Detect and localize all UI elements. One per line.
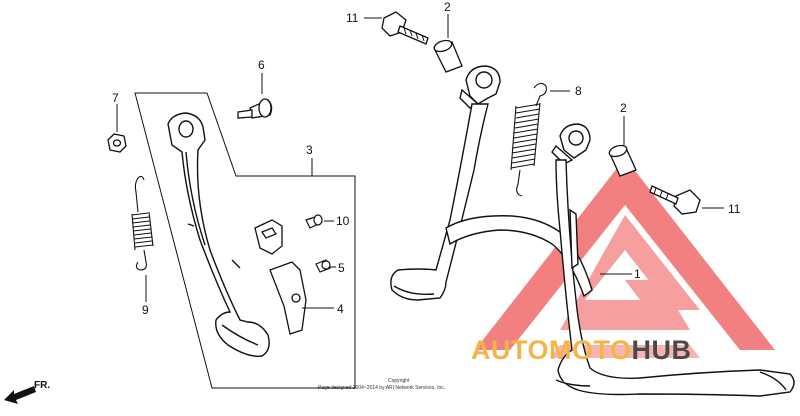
watermark-part-2: HUB [632,335,692,365]
callout-1: 1 [634,267,641,281]
group-outline [134,92,356,389]
watermark-text: AUTOMOTOHUB [471,335,692,365]
switch-bracket [254,219,307,335]
callout-7: 7 [112,91,119,105]
main-stand [390,65,795,397]
collar-upper [433,39,463,73]
copyright-line-1: Copyright [388,378,410,384]
nut [107,133,127,153]
callout-3: 3 [306,143,313,157]
watermark-part-1: AUTOMOTO [471,335,632,365]
direction-label: FR. [34,380,50,391]
watermark-logo-icon [475,158,775,358]
pivot-bolt [237,98,273,119]
callout-2-lower: 2 [620,101,627,115]
collar [315,259,331,273]
collar-lower [608,144,637,177]
bolt-lower [649,185,701,215]
side-stand [167,112,270,357]
screw [305,214,323,229]
main-stand-spring [510,82,547,197]
callout-8: 8 [575,84,582,98]
copyright-line-2: Page designed 2004~2014 by ARI Network S… [318,385,445,391]
callout-5: 5 [338,261,345,275]
callout-4: 4 [337,302,344,316]
callout-11-upper: 11 [346,11,359,25]
callout-2-upper: 2 [444,0,451,14]
callout-6: 6 [258,58,265,72]
callout-11-lower: 11 [728,202,741,216]
side-stand-spring [131,175,154,271]
bolt-upper [381,11,429,45]
callout-10: 10 [336,214,350,228]
front-arrow-icon [4,386,36,404]
callout-9: 9 [142,303,149,317]
